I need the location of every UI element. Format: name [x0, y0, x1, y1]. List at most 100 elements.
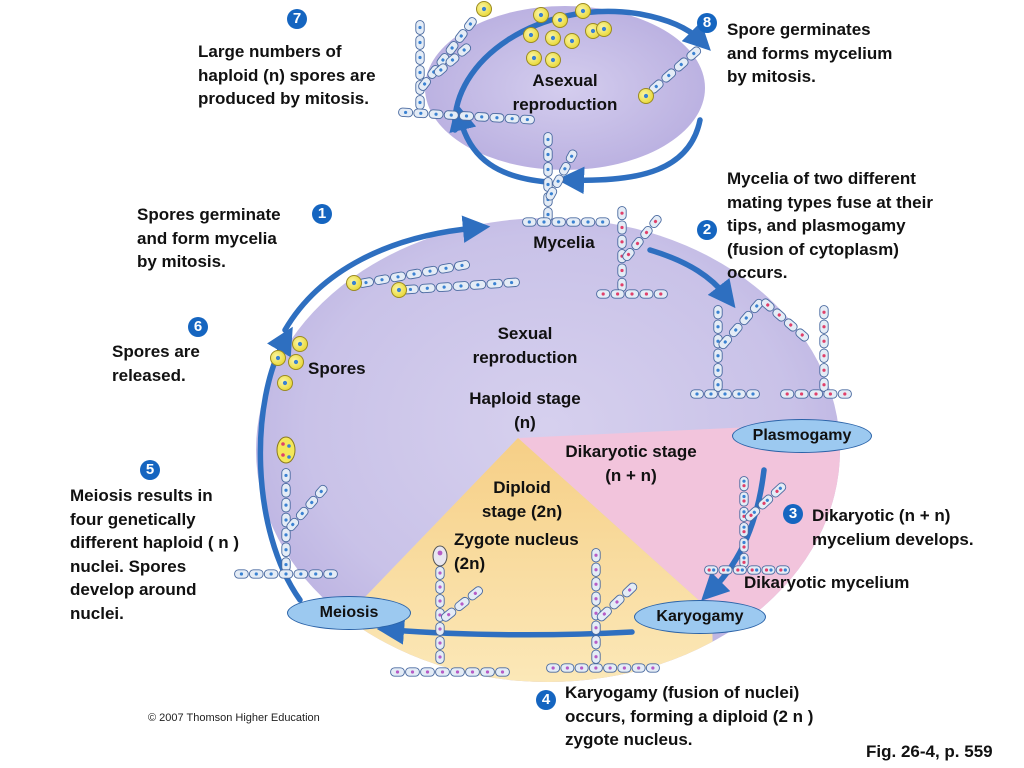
- hypha-cell: [588, 663, 603, 673]
- step-1-badge: 1: [312, 204, 332, 224]
- nucleus: [396, 275, 400, 279]
- hypha-cell: [546, 663, 561, 673]
- spore-nucleus: [557, 17, 563, 23]
- nucleus: [822, 310, 826, 314]
- hypha-cell: [739, 537, 749, 553]
- arrow-to-mycelia-upper: [282, 215, 491, 333]
- hypha-cell: [454, 29, 468, 43]
- spore: [270, 350, 286, 366]
- nucleus: [449, 113, 453, 117]
- hypha-cell: [465, 667, 480, 677]
- nucleus: [319, 489, 323, 494]
- dikaryotic-stage-label: Dikaryotic stage (n + n): [565, 442, 697, 485]
- spore: [526, 50, 542, 66]
- figure-reference: Fig. 26-4, p. 559: [866, 742, 993, 761]
- spore-nucleus: [481, 6, 487, 12]
- spore-nucleus: [293, 359, 299, 365]
- spore: [596, 21, 612, 37]
- nucleus: [310, 500, 314, 505]
- spore-nucleus: [550, 57, 556, 63]
- nucleus: [814, 392, 818, 396]
- hypha-cell: [718, 334, 733, 350]
- hypha-cell: [450, 667, 465, 677]
- hypha-cell: [415, 50, 425, 65]
- nucleus: [438, 655, 442, 659]
- hypha-cell: [415, 20, 425, 35]
- hypha-cell: [596, 606, 612, 622]
- spore-nucleus: [396, 287, 402, 293]
- nucleus: [742, 510, 746, 514]
- spore-nucleus: [528, 32, 534, 38]
- sporangium-nucleus: [287, 455, 291, 459]
- nucleus: [620, 211, 624, 215]
- nucleus: [620, 225, 624, 230]
- dikaryotic-mycelium-label: Dikaryotic mycelium: [744, 573, 910, 592]
- nucleus: [418, 40, 422, 45]
- hypha-cell: [422, 265, 438, 277]
- nucleus: [716, 354, 720, 358]
- nucleus: [546, 137, 550, 142]
- meiosis-pill: Meiosis: [287, 596, 411, 630]
- spore: [545, 52, 561, 68]
- nucleus: [778, 486, 782, 490]
- hypha-cell: [653, 289, 668, 299]
- arrow-to-step-7: [449, 103, 551, 185]
- nucleus: [620, 283, 624, 287]
- hypha-cell: [374, 274, 390, 285]
- hypha-cell: [543, 132, 553, 147]
- sporangium-nucleus: [281, 442, 285, 446]
- nucleus: [755, 568, 759, 572]
- nucleus: [442, 285, 446, 289]
- nucleus: [742, 499, 746, 503]
- nucleus: [460, 263, 464, 268]
- hypha-cell: [398, 107, 414, 118]
- hypha-cell: [574, 663, 589, 673]
- nucleus: [546, 152, 550, 157]
- hypha-cell: [713, 319, 723, 334]
- spore-nucleus: [351, 280, 357, 286]
- cell-wall: [770, 482, 787, 498]
- nucleus: [328, 572, 333, 576]
- hypha-cell: [358, 277, 374, 288]
- hypha-cell: [435, 566, 445, 580]
- nucleus: [434, 112, 438, 116]
- hypha-cell: [747, 565, 762, 575]
- hypha-cell: [454, 260, 470, 271]
- nucleus: [480, 115, 484, 119]
- nucleus: [239, 572, 244, 576]
- nucleus: [380, 278, 384, 282]
- hypha-cell: [420, 667, 435, 677]
- nucleus: [765, 498, 769, 502]
- nucleus: [418, 25, 422, 30]
- hypha-meiosis-base: [234, 569, 338, 579]
- hypha-cell: [739, 476, 749, 492]
- hypha-cell: [445, 53, 460, 67]
- nucleus: [616, 292, 620, 296]
- arrow-to-mycelia: [556, 117, 703, 195]
- hypha-cell: [435, 580, 445, 594]
- plasmogamy-pill: Plasmogamy: [732, 419, 872, 453]
- zygote-label: Zygote nucleus (2n): [454, 530, 579, 573]
- nucleus: [594, 666, 598, 670]
- cell-wall: [739, 476, 749, 492]
- hypha-cell: [617, 663, 632, 673]
- hypha-cell: [435, 594, 445, 608]
- spore-nucleus: [297, 341, 303, 347]
- spore: [575, 3, 591, 19]
- hypha-cell: [746, 389, 760, 399]
- hypha-cell: [783, 318, 798, 332]
- hypha-arch-base-left: [690, 389, 760, 399]
- nucleus: [314, 572, 318, 576]
- hypha-cell: [459, 111, 474, 121]
- nucleus: [737, 392, 741, 396]
- sexual-label: Sexual reproduction: [472, 324, 578, 367]
- nucleus: [615, 600, 619, 604]
- hypha-cell: [543, 147, 553, 162]
- cell-wall: [739, 522, 749, 538]
- sporangium-nucleus: [281, 453, 285, 457]
- hypha-cell: [454, 596, 470, 612]
- nucleus: [546, 182, 550, 187]
- hypha-cell: [415, 95, 425, 110]
- hypha-asexual-base: [398, 107, 535, 125]
- spore-nucleus: [550, 35, 556, 41]
